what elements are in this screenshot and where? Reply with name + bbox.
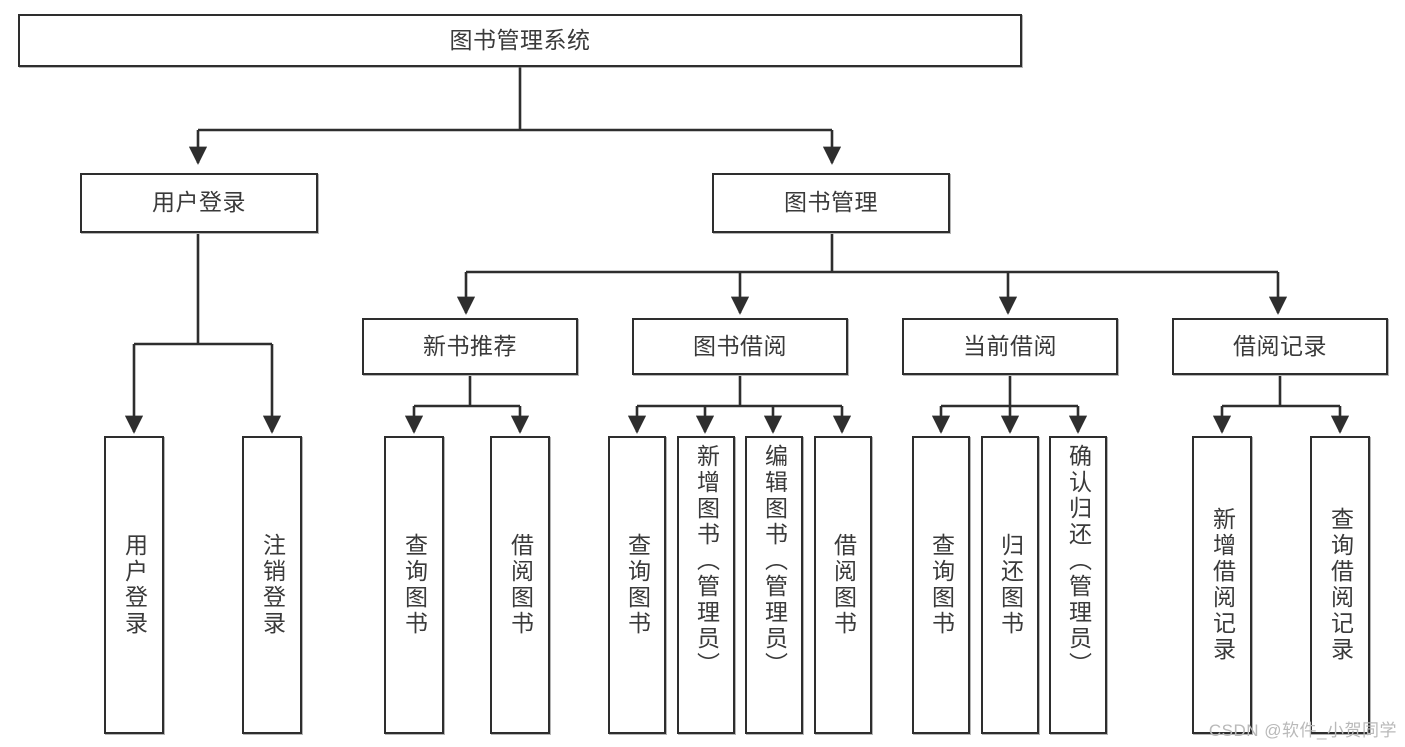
node-label: 查询图书 [624,533,651,637]
leaf-new-book-borrow[interactable]: 借阅图书 [490,436,550,734]
leaf-book-borrow-query[interactable]: 查询图书 [608,436,666,734]
node-borrow-record[interactable]: 借阅记录 [1172,318,1388,375]
node-label: 图书借阅 [693,332,787,359]
leaf-user-login-logout[interactable]: 注销登录 [242,436,302,734]
node-label: 当前借阅 [963,332,1057,359]
node-label: 用户登录 [152,189,246,216]
leaf-borrow-record-add[interactable]: 新增借阅记录 [1192,436,1252,734]
node-book-management[interactable]: 图书管理 [712,173,950,233]
csdn-watermark: CSDN @软件_小贺同学 [1208,721,1397,740]
leaf-borrow-record-query[interactable]: 查询借阅记录 [1310,436,1370,734]
node-book-borrow[interactable]: 图书借阅 [632,318,848,375]
node-label: 确认归还（管理员） [1065,444,1092,678]
leaf-book-borrow-add[interactable]: 新增图书（管理员） [677,436,735,734]
leaf-current-borrow-confirm-return[interactable]: 确认归还（管理员） [1049,436,1107,734]
node-label: 用户登录 [121,533,148,637]
node-label: 编辑图书（管理员） [761,444,788,678]
node-root-system[interactable]: 图书管理系统 [18,14,1022,67]
leaf-current-borrow-return[interactable]: 归还图书 [981,436,1039,734]
node-label: 图书管理系统 [449,26,591,53]
leaf-current-borrow-query[interactable]: 查询图书 [912,436,970,734]
leaf-book-borrow-edit[interactable]: 编辑图书（管理员） [745,436,803,734]
leaf-new-book-query[interactable]: 查询图书 [384,436,444,734]
node-user-login[interactable]: 用户登录 [80,173,318,233]
node-label: 借阅图书 [830,533,857,637]
node-label: 查询图书 [928,533,955,637]
leaf-book-borrow-borrow[interactable]: 借阅图书 [814,436,872,734]
node-label: 新书推荐 [423,332,517,359]
node-label: 借阅图书 [507,533,534,637]
node-label: 借阅记录 [1233,332,1327,359]
node-label: 注销登录 [259,533,286,637]
node-label: 归还图书 [997,533,1024,637]
node-new-book-recommend[interactable]: 新书推荐 [362,318,578,375]
node-label: 新增图书（管理员） [693,444,720,678]
node-current-borrow[interactable]: 当前借阅 [902,318,1118,375]
node-label: 新增借阅记录 [1209,507,1236,663]
node-label: 查询图书 [401,533,428,637]
node-label: 查询借阅记录 [1327,507,1354,663]
node-label: 图书管理 [784,189,878,216]
leaf-user-login-login[interactable]: 用户登录 [104,436,164,734]
